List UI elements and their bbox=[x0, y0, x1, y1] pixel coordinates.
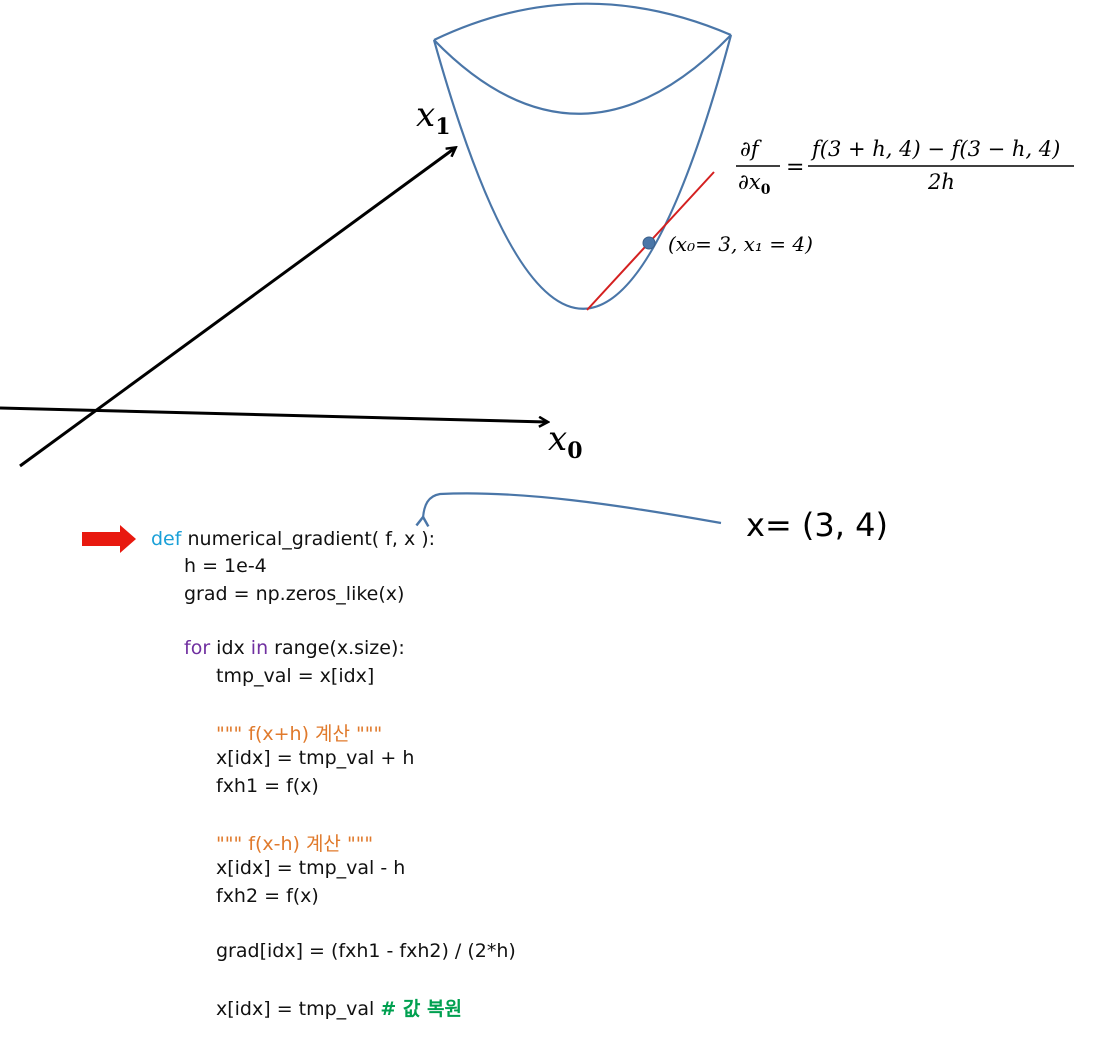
input-curved-arrow bbox=[423, 492, 722, 523]
partial-derivative-formula: ∂f ∂x0 = f(3 + h, 4) − f(3 − h, 4) 2h bbox=[736, 137, 1074, 198]
evaluation-point bbox=[642, 236, 656, 250]
x0-axis bbox=[0, 406, 547, 422]
formula-rhs-numerator: f(3 + h, 4) − f(3 − h, 4) bbox=[810, 137, 1060, 161]
formula-rhs-denominator: 2h bbox=[927, 170, 955, 194]
paraboloid-surface bbox=[432, 2, 733, 310]
surface-profile bbox=[432, 34, 733, 310]
red-pointer-arrow bbox=[82, 525, 136, 553]
formula-equals: = bbox=[786, 155, 804, 180]
surface-rim-top bbox=[433, 2, 732, 41]
x1-axis-label: x1 bbox=[416, 95, 451, 140]
formula-lhs-numerator: ∂f bbox=[740, 137, 762, 161]
x1-axis bbox=[19, 148, 455, 468]
surface-rim-bottom bbox=[433, 34, 732, 115]
point-label: (x₀= 3, x₁ = 4) bbox=[668, 232, 813, 256]
x0-axis-label: x0 bbox=[548, 419, 583, 464]
formula-lhs-denominator: ∂x0 bbox=[738, 170, 771, 198]
